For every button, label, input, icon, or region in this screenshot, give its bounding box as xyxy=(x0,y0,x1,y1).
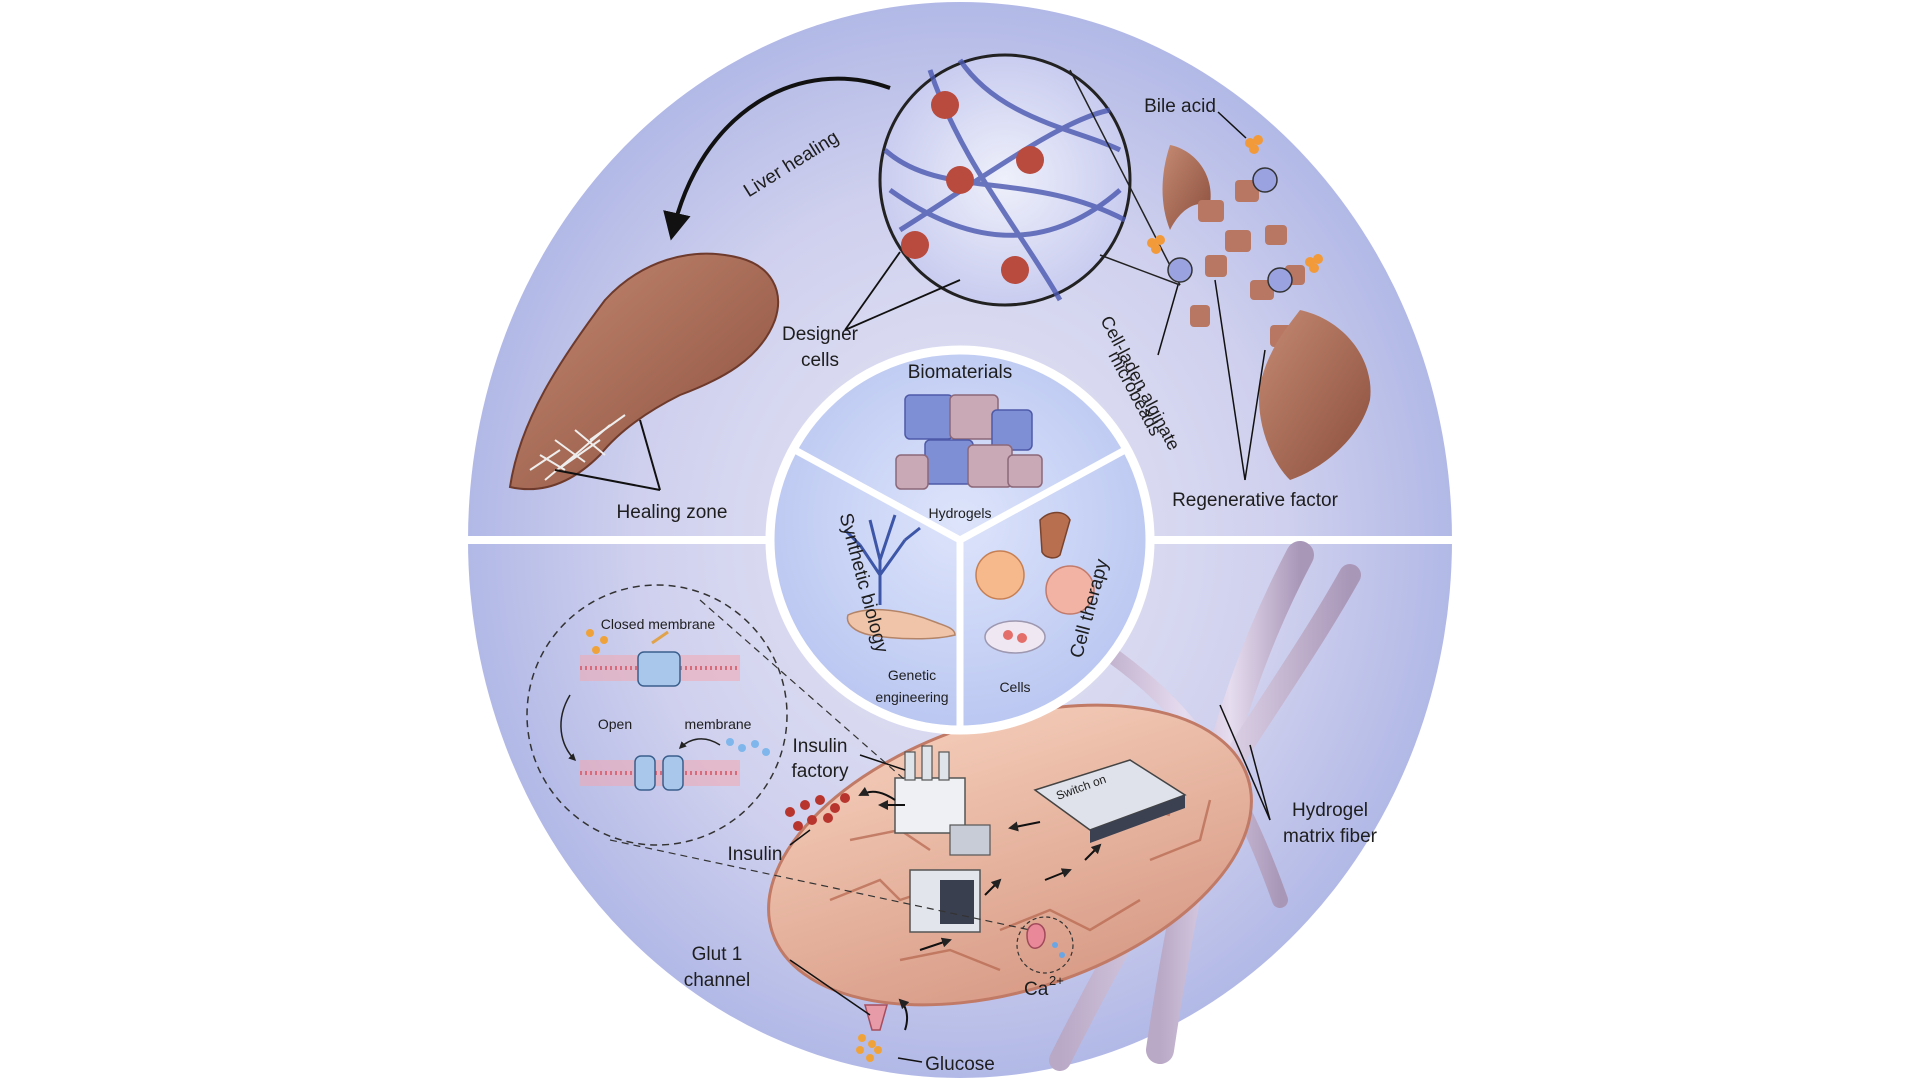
engineering-label: engineering xyxy=(875,689,948,705)
designer-cell-icons xyxy=(901,91,1044,284)
signal-arrows xyxy=(878,800,1102,951)
designer-cells-label: cells xyxy=(801,350,839,371)
cell-panel: Switch on xyxy=(526,541,1378,1075)
processor-block-icon xyxy=(909,869,981,933)
biomaterials-label: Biomaterials xyxy=(908,362,1013,383)
membrane-transition-arrow xyxy=(560,694,577,762)
microbeads-leader xyxy=(1157,284,1179,356)
glut1-label-1: Glut 1 xyxy=(692,944,743,965)
designer-cells-leader-1 xyxy=(844,251,901,331)
liver-fragment-bottom xyxy=(1259,310,1371,480)
bile-acid-label: Bile acid xyxy=(1144,96,1216,117)
insulin-factory-icon xyxy=(894,745,991,856)
calcium-channel-icon xyxy=(1026,923,1046,949)
zoom-leader-2 xyxy=(1099,254,1181,286)
regenerative-leader-1 xyxy=(1214,279,1246,481)
membrane-zoom-circle xyxy=(526,584,788,846)
closed-membrane-label: Closed membrane xyxy=(601,616,716,632)
hydrogel-label-1: Hydrogel xyxy=(1292,800,1368,821)
healing-zone-label: Healing zone xyxy=(617,502,728,523)
bile-acid-leader xyxy=(1217,111,1247,139)
healing-zone-stitches xyxy=(529,414,626,481)
calcium-ion-dots xyxy=(1052,942,1065,958)
designer-label: Designer xyxy=(782,324,859,345)
calcium-zoom-ring xyxy=(1016,916,1074,974)
liver-fragment-top xyxy=(1162,145,1211,230)
glut1-channel-icon xyxy=(864,1004,888,1031)
genetic-engineering-icon xyxy=(843,514,956,640)
glucose-molecules xyxy=(856,1034,882,1062)
regenerative-factor-label: Regenerative factor xyxy=(1172,490,1338,511)
designer-cells-leader-2 xyxy=(844,279,961,331)
cells-label: Cells xyxy=(999,679,1030,695)
calcium-label: Ca xyxy=(1024,979,1049,1000)
switch-chip-icon xyxy=(1033,759,1187,843)
glucose-leader xyxy=(897,1057,923,1063)
hydrogels-label: Hydrogels xyxy=(928,505,991,521)
hydrogel-fiber-leader-1 xyxy=(1249,744,1271,821)
ion-influx-arrow xyxy=(678,738,721,750)
hydrogel-fiber-leader-2 xyxy=(1219,704,1271,821)
genetic-label: Genetic xyxy=(888,667,936,683)
regenerative-leader-2 xyxy=(1244,349,1266,481)
ion-dots xyxy=(726,738,770,756)
hydrogel-cubes-icon xyxy=(895,394,1043,490)
calcium-superscript: 2+ xyxy=(1049,973,1064,988)
hydrogel-fiber-1 xyxy=(1146,541,1314,1064)
glucose-entry-arrow xyxy=(898,998,910,1031)
insulin-label: Insulin xyxy=(728,844,783,865)
zoom-leader-1 xyxy=(1069,69,1181,286)
closed-membrane-bilayer xyxy=(580,630,740,687)
insulin-factory-label-1: Insulin xyxy=(793,736,848,757)
microbead-icons xyxy=(1167,167,1293,293)
cells-icon xyxy=(975,511,1095,654)
healing-zone-leader-2 xyxy=(639,419,661,491)
glucose-label: Glucose xyxy=(925,1054,995,1075)
center-divider-left xyxy=(793,446,962,544)
open-membrane-bilayer xyxy=(580,755,740,791)
insulin-factory-label-2: factory xyxy=(791,761,849,782)
insulin-molecules xyxy=(785,793,850,831)
signal-molecules-top xyxy=(586,629,608,654)
center-divider-right xyxy=(958,446,1127,544)
insulin-factory-leader xyxy=(859,754,906,771)
hydrogel-label-2: matrix fiber xyxy=(1283,826,1378,847)
healing-zone-leader-1 xyxy=(554,469,661,491)
insulin-release-arrow xyxy=(858,786,896,801)
glut1-label-2: channel xyxy=(684,970,751,991)
center-disc: Biomaterials Hydrogels Synthetic biology… xyxy=(765,345,1155,735)
membrane-label: membrane xyxy=(685,716,752,732)
bile-acid-icons xyxy=(1147,135,1323,273)
healed-liver xyxy=(508,252,780,491)
liver-panel: Liver healing Designer cells Bile acid C… xyxy=(508,53,1371,523)
glut1-leader xyxy=(789,959,871,1016)
open-label: Open xyxy=(598,716,632,732)
insulin-leader xyxy=(789,829,811,846)
zoom-dash-leader-1 xyxy=(699,599,906,781)
liver-healing-arrow xyxy=(663,76,891,241)
